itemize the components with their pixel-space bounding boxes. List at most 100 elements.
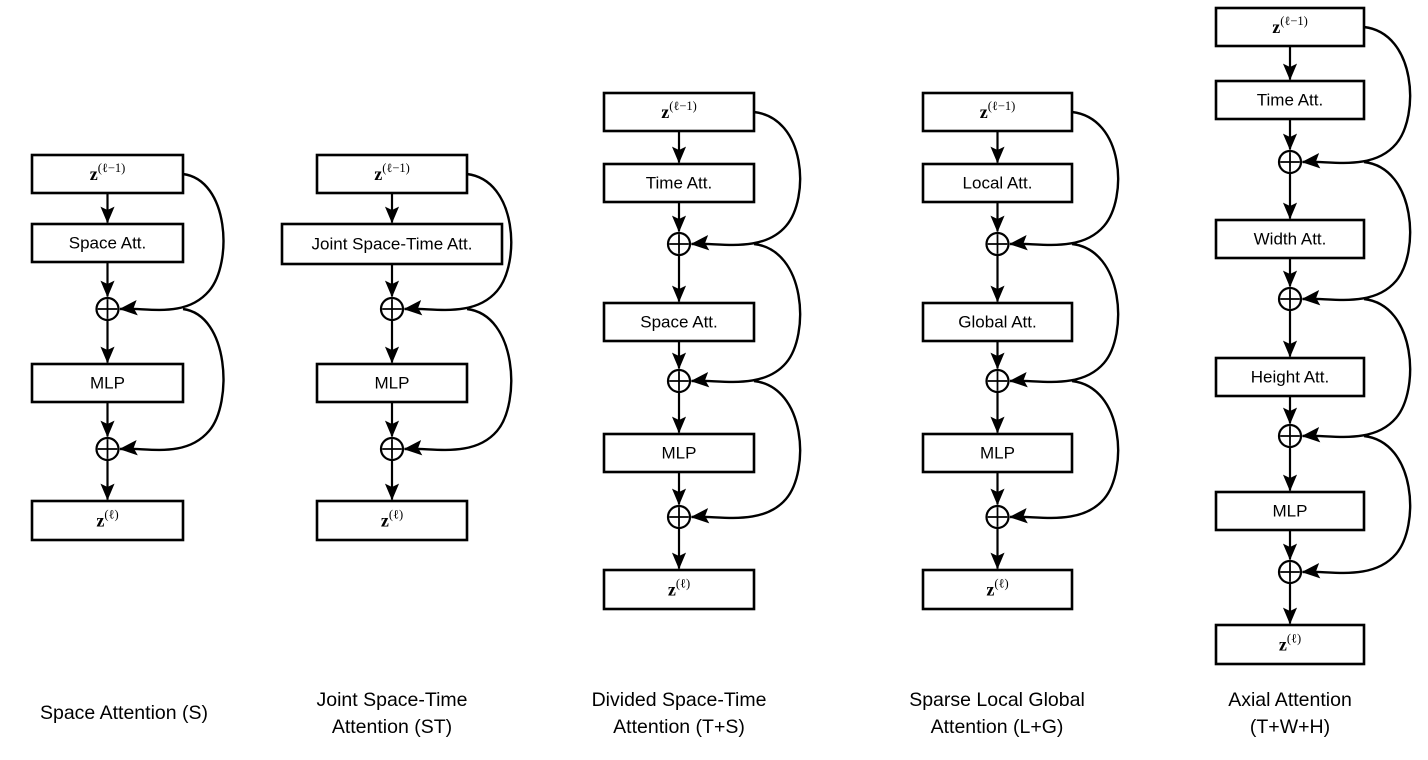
input-tensor-box[interactable]: z(ℓ−1)	[602, 91, 756, 133]
sum-node	[95, 436, 120, 462]
output-tensor-box[interactable]: z(ℓ)	[315, 499, 469, 542]
block-outline	[602, 568, 756, 611]
sum-node	[666, 368, 692, 394]
residual-skip-connection	[1301, 160, 1412, 306]
tensor-symbol: z(ℓ−1)	[374, 161, 410, 184]
operation-box[interactable]: Width Att.	[1214, 218, 1366, 260]
operation-box[interactable]: Height Att.	[1214, 356, 1366, 398]
output-tensor-box[interactable]: z(ℓ)	[30, 499, 185, 542]
block-outline	[921, 162, 1074, 204]
operation-box[interactable]: Global Att.	[921, 301, 1074, 343]
block-outline	[30, 153, 185, 195]
input-tensor-box[interactable]: z(ℓ−1)	[1214, 6, 1366, 48]
tensor-symbol: z(ℓ)	[668, 577, 690, 600]
block-outline	[1214, 356, 1366, 398]
block-label: Height Att.	[1251, 367, 1329, 386]
block-label: Space Att.	[640, 312, 718, 331]
tensor-base: z	[96, 511, 104, 531]
block-outline	[280, 222, 504, 266]
caption-line: Attention (ST)	[332, 716, 452, 738]
tensor-base: z	[986, 580, 994, 600]
block-outline	[602, 91, 756, 133]
input-tensor-box[interactable]: z(ℓ−1)	[30, 153, 185, 195]
sum-node	[1277, 559, 1303, 585]
sum-node	[666, 231, 692, 257]
block-label: Time Att.	[1257, 90, 1323, 109]
caption-line: Sparse Local Global	[909, 689, 1085, 711]
block-outline	[30, 222, 185, 264]
tensor-base: z	[668, 580, 676, 600]
caption-line: Attention (L+G)	[931, 716, 1064, 738]
operation-box[interactable]: MLP	[315, 362, 469, 404]
tensor-symbol: z(ℓ−1)	[1272, 14, 1308, 37]
operation-box[interactable]: Local Att.	[921, 162, 1074, 204]
caption-line: Space Attention (S)	[40, 702, 208, 724]
block-outline	[1214, 490, 1366, 532]
sum-node	[379, 436, 405, 462]
output-tensor-box[interactable]: z(ℓ)	[921, 568, 1074, 611]
tensor-base: z	[661, 102, 669, 122]
operation-box[interactable]: MLP	[30, 362, 185, 404]
caption-line: Axial Attention	[1228, 689, 1352, 711]
output-tensor-box[interactable]: z(ℓ)	[602, 568, 756, 611]
residual-skip-connection	[690, 379, 802, 524]
residual-skip-connection	[1301, 25, 1412, 169]
residual-skip-connection	[1009, 110, 1120, 251]
tensor-superscript: (ℓ)	[994, 577, 1008, 591]
block-outline	[921, 568, 1074, 611]
block-label: Local Att.	[963, 173, 1033, 192]
block-label: Time Att.	[646, 173, 712, 192]
tensor-superscript: (ℓ)	[104, 508, 118, 522]
column-space-attention: z(ℓ−1) Space Att. MLP z(ℓ)	[30, 153, 225, 542]
tensor-symbol: z(ℓ)	[96, 508, 118, 531]
operation-box[interactable]: Joint Space-Time Att.	[280, 222, 504, 266]
caption-line: (T+W+H)	[1250, 716, 1330, 738]
residual-skip-connection	[119, 172, 225, 316]
tensor-superscript: (ℓ−1)	[988, 99, 1016, 113]
block-outline	[1214, 623, 1366, 666]
column-axial-attention: z(ℓ−1) Time Att. Width Att. Height Att. MLP z…	[1214, 6, 1412, 666]
tensor-symbol: z(ℓ−1)	[980, 99, 1016, 122]
tensor-symbol: z(ℓ)	[1279, 632, 1301, 655]
sum-node	[1277, 286, 1303, 312]
caption-axial-attention: Axial Attention (T+W+H)	[1228, 689, 1352, 738]
residual-skip-connection	[403, 172, 513, 316]
residual-skip-connection	[119, 307, 225, 456]
operation-box[interactable]: MLP	[602, 432, 756, 474]
sum-node	[1277, 149, 1303, 175]
block-outline	[1214, 218, 1366, 260]
block-outline	[602, 432, 756, 474]
caption-space-attention: Space Attention (S)	[40, 702, 208, 724]
residual-skip-connection	[690, 110, 802, 251]
block-label: MLP	[980, 443, 1015, 462]
sum-node	[379, 296, 405, 322]
operation-box[interactable]: Time Att.	[1214, 79, 1366, 121]
block-outline	[602, 162, 756, 204]
caption-line: Attention (T+S)	[613, 716, 745, 738]
tensor-superscript: (ℓ−1)	[669, 99, 697, 113]
block-outline	[1214, 6, 1366, 48]
operation-box[interactable]: Space Att.	[30, 222, 185, 264]
input-tensor-box[interactable]: z(ℓ−1)	[315, 153, 469, 195]
residual-skip-connection	[403, 307, 513, 456]
input-tensor-box[interactable]: z(ℓ−1)	[921, 91, 1074, 133]
output-tensor-box[interactable]: z(ℓ)	[1214, 623, 1366, 666]
operation-box[interactable]: MLP	[1214, 490, 1366, 532]
operation-box[interactable]: Space Att.	[602, 301, 756, 343]
block-outline	[921, 91, 1074, 133]
tensor-base: z	[980, 102, 988, 122]
block-outline	[30, 362, 185, 404]
block-outline	[602, 301, 756, 343]
tensor-superscript: (ℓ)	[676, 577, 690, 591]
operation-box[interactable]: MLP	[921, 432, 1074, 474]
sum-node	[95, 296, 120, 322]
residual-skip-connection	[1009, 379, 1120, 524]
tensor-base: z	[1279, 635, 1287, 655]
operation-box[interactable]: Time Att.	[602, 162, 756, 204]
block-outline	[315, 153, 469, 195]
block-label: MLP	[375, 373, 410, 392]
block-label: Width Att.	[1254, 229, 1327, 248]
block-outline	[315, 499, 469, 542]
